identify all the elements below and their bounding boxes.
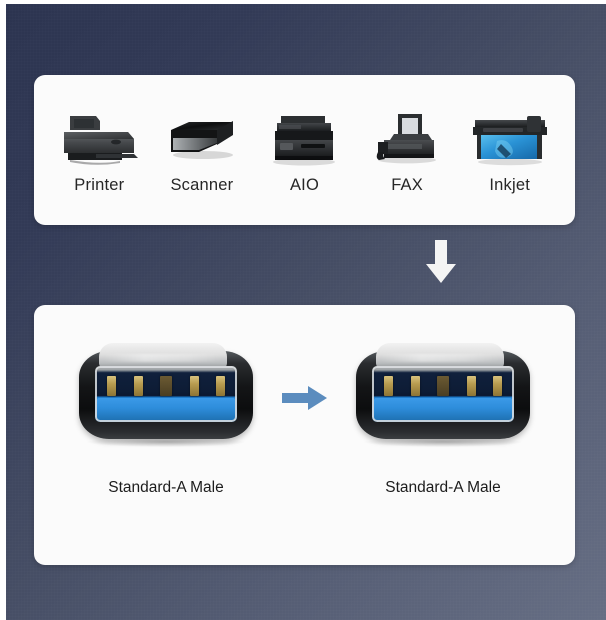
connector-shadow	[364, 437, 522, 447]
connector-left: Standard-A Male	[59, 339, 274, 497]
fax-machine-icon	[361, 106, 453, 168]
usb-standard-a-male-icon	[73, 339, 259, 447]
connector-top-lip	[376, 343, 504, 369]
device-item-aio[interactable]: AIO	[256, 106, 352, 194]
connector-right: Standard-A Male	[336, 339, 551, 497]
connector-tongue	[374, 398, 512, 420]
device-label: AIO	[289, 176, 319, 195]
connector-top-lip	[99, 343, 227, 369]
arrow-down-icon	[423, 240, 459, 284]
connector-pin	[160, 376, 172, 396]
connector-cavity-rim	[372, 366, 514, 422]
connector-pins	[384, 376, 502, 396]
connector-cavity	[95, 366, 237, 422]
connector-pin	[216, 376, 225, 396]
device-item-fax[interactable]: FAX	[359, 106, 455, 194]
compatible-devices-panel: Printer	[34, 75, 575, 225]
connector-shadow	[87, 437, 245, 447]
connector-label: Standard-A Male	[385, 479, 501, 496]
aio-printer-icon	[258, 106, 350, 168]
connector-pin	[493, 376, 502, 396]
connector-highlight	[103, 354, 223, 362]
device-label: Printer	[74, 176, 125, 195]
connector-row: Standard-A Male	[34, 339, 575, 497]
connector-pins	[107, 376, 225, 396]
connector-cavity	[372, 366, 514, 422]
device-label: FAX	[391, 176, 423, 195]
connector-pin	[133, 376, 143, 396]
connector-pin	[107, 376, 116, 396]
device-item-scanner[interactable]: Scanner	[154, 106, 250, 194]
device-item-inkjet[interactable]: Inkjet	[462, 106, 558, 194]
arrow-right-icon	[274, 339, 336, 411]
usb-standard-a-male-icon	[350, 339, 536, 447]
device-item-printer[interactable]: Printer	[51, 106, 147, 194]
connector-pin	[189, 376, 199, 396]
device-list: Printer	[34, 75, 575, 225]
connector-cavity-rim	[95, 366, 237, 422]
connector-pin	[437, 376, 449, 396]
connector-label: Standard-A Male	[108, 479, 224, 496]
connector-pin	[466, 376, 476, 396]
connector-pin	[410, 376, 420, 396]
large-format-inkjet-plotter-icon	[464, 106, 556, 168]
connector-highlight	[380, 354, 500, 362]
device-label: Inkjet	[489, 176, 530, 195]
scanner-icon	[156, 106, 248, 168]
connector-pin	[384, 376, 393, 396]
device-label: Scanner	[170, 176, 234, 195]
infographic-canvas: Printer	[6, 4, 606, 620]
connector-types-panel: Standard-A Male	[34, 305, 575, 565]
printer-icon	[53, 106, 145, 168]
connector-tongue	[97, 398, 235, 420]
